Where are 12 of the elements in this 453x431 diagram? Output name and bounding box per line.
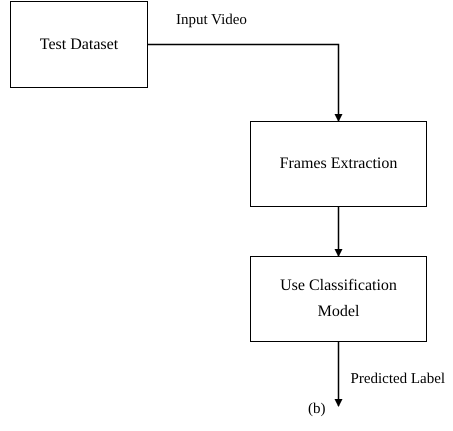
edge-label: Input Video [176,12,247,28]
arrow [334,342,342,407]
process-box [250,121,427,207]
box-text: Use Classification Model [279,276,398,322]
arrow [334,207,342,257]
box-text: Test Dataset [40,34,118,55]
process-box [10,1,148,88]
edge-label: Predicted Label [350,371,446,388]
process-box [250,256,427,342]
caption: (b) [308,401,326,418]
box-text: Frames Extraction [280,154,398,174]
arrow [148,44,342,122]
